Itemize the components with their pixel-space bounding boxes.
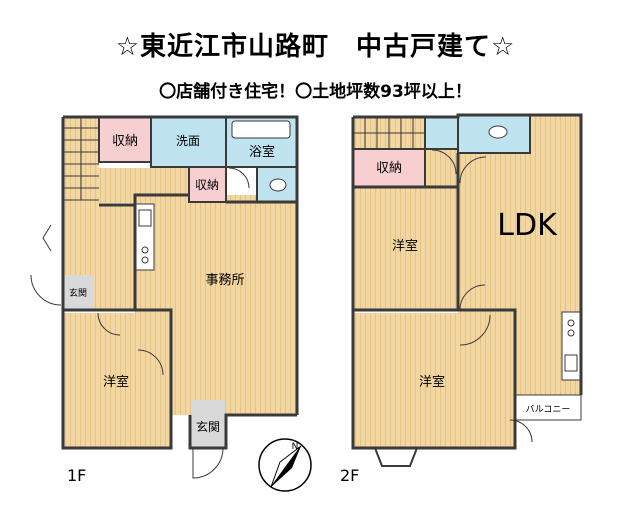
2f-corridor-area [425,149,458,189]
2f-storage-label: 収納 [376,161,402,176]
1f-stairs [63,117,99,201]
1f-bathtub [231,120,291,139]
1f-western-room-label: 洋室 [103,374,129,390]
floor-1f: 収納 洗面 浴室 収納 事務所 洋室 玄関 玄関 [30,115,299,485]
compass-circle [258,438,312,492]
1f-storage-b-label: 収納 [195,178,219,192]
2f-bay-window [373,447,419,467]
2f-storage [352,148,426,188]
1f-storage-b [188,166,227,203]
compass-north-label: N [292,442,299,452]
1f-walls [61,115,299,450]
1f-entrance-area [191,400,225,448]
2f-western-room-a-area [353,188,458,310]
1f-doors [30,167,250,479]
1f-entrance-small-label: 玄関 [69,287,87,299]
compass: N [258,438,312,492]
1f-entrance-label: 玄関 [196,419,220,434]
2f-stove-icon [567,319,575,327]
2f-floor-label: 2F [340,466,359,485]
1f-bathroom-label: 浴室 [249,144,275,160]
2f-toilet-icon [488,125,508,139]
page-title: ☆東近江市山路町 中古戸建て☆ [115,32,516,62]
1f-storage-a-label: 収納 [112,134,138,149]
1f-entrance-small-area [63,275,93,310]
1f-washroom-label: 洗面 [176,134,200,148]
2f-western-room-b-label: 洋室 [419,374,445,390]
2f-western-room-b-area [353,313,515,448]
floor-2f: 収納 洋室 LDK 洋室 バルコニー 2F [340,113,583,485]
1f-office-label: 事務所 [205,273,244,288]
2f-western-room-a-label: 洋室 [392,238,418,254]
2f-walls [351,113,583,450]
1f-toilet-icon [269,178,287,192]
2f-sink-icon [564,354,578,372]
1f-washroom [150,116,227,168]
2f-doors [431,149,533,443]
2f-balcony-label: バルコニー [526,404,571,415]
2f-ldk-label: LDK [497,208,558,243]
1f-sink-icon [138,209,152,227]
1f-western-area [63,313,171,448]
page-subtitle: 〇店舗付き住宅！〇土地坪数93坪以上！ [159,82,472,102]
1f-stove-icon [141,246,149,254]
2f-balcony [514,394,582,421]
1f-floor-label: 1F [67,466,86,485]
2f-basin-area [424,116,459,150]
2f-stairs [353,117,425,149]
